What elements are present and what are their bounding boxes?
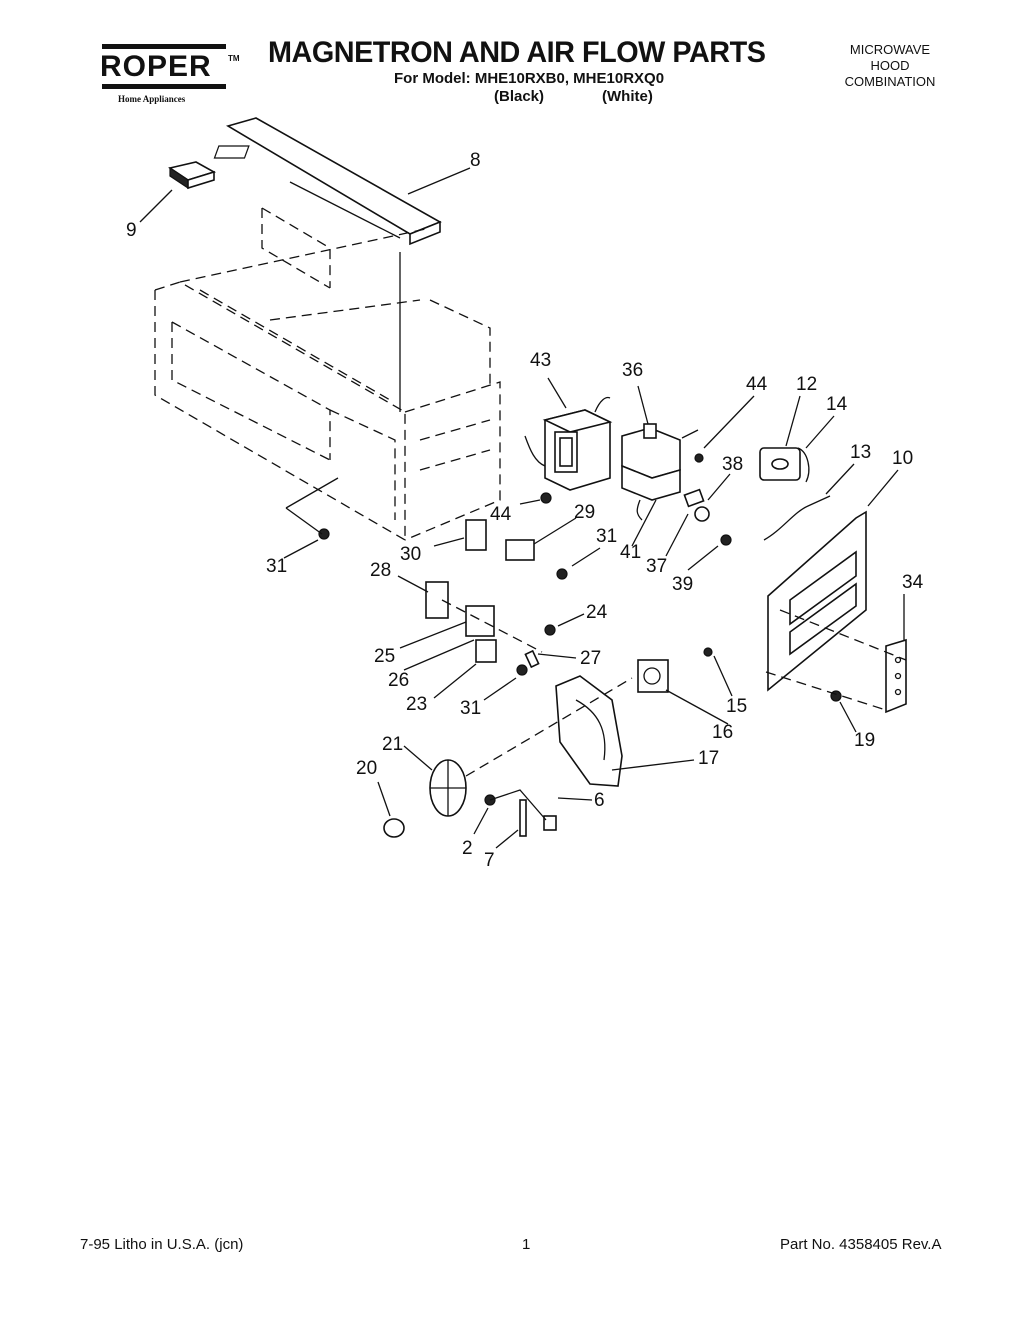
product-type-line-2: HOOD: [870, 58, 910, 73]
callout-26: 26: [388, 670, 409, 691]
logo-trademark: TM: [228, 54, 240, 63]
callout-10: 10: [892, 448, 913, 469]
callout-15: 15: [726, 696, 747, 717]
callout-24: 24: [586, 602, 608, 623]
logo-bottom-bar: [102, 84, 226, 89]
callout-13: 13: [850, 442, 871, 463]
callout-38: 38: [722, 454, 743, 475]
callout-16: 16: [712, 722, 733, 743]
callout-2: 2: [462, 838, 473, 859]
logo-subtitle: Home Appliances: [118, 94, 186, 104]
callout-23: 23: [406, 694, 427, 715]
magnetron-part: [621, 423, 699, 521]
callout-31-lower: 31: [460, 698, 481, 719]
callout-43: 43: [530, 350, 551, 371]
plate-part: [885, 638, 907, 714]
model-line: For Model: MHE10RXB0, MHE10RXQ0: [394, 70, 665, 87]
page-title: MAGNETRON AND AIR FLOW PARTS: [268, 36, 766, 69]
callout-28: 28: [370, 560, 391, 581]
small-parts: [425, 488, 710, 837]
callout-31-left: 31: [266, 556, 287, 577]
top-cover-part: [213, 117, 442, 246]
callout-9: 9: [126, 220, 137, 241]
callout-7: 7: [484, 850, 495, 871]
callout-44-top: 44: [746, 374, 768, 395]
callout-29: 29: [574, 502, 595, 523]
chassis-dashed-outline: [154, 207, 501, 541]
callout-25: 25: [374, 646, 395, 667]
transformer-part: [524, 396, 613, 491]
callout-arrows: [139, 167, 905, 849]
callout-34: 34: [902, 572, 924, 593]
footer-page-number: 1: [522, 1236, 531, 1253]
callout-17: 17: [698, 748, 719, 769]
callout-6: 6: [594, 790, 605, 811]
diode-part: [763, 495, 831, 541]
bracket-part: [797, 447, 810, 483]
fan-motor-part: [637, 659, 669, 693]
callout-27: 27: [580, 648, 601, 669]
callout-14: 14: [826, 394, 848, 415]
footer-print-info: 7-95 Litho in U.S.A. (jcn): [80, 1236, 244, 1253]
assembly-lines: [285, 477, 907, 821]
callout-12: 12: [796, 374, 817, 395]
roper-logo: ROPER TM Home Appliances: [98, 44, 240, 106]
callout-39: 39: [672, 574, 693, 595]
callout-44-mid: 44: [490, 504, 512, 525]
fan-blade-part: [429, 759, 467, 817]
nut-part: [383, 818, 405, 838]
panel-part: [767, 510, 867, 692]
callout-20: 20: [356, 758, 377, 779]
color-white-label: (White): [602, 88, 653, 105]
callout-19: 19: [854, 730, 875, 751]
callout-30: 30: [400, 544, 421, 565]
callout-36: 36: [622, 360, 643, 381]
callout-41: 41: [620, 542, 641, 563]
color-black-label: (Black): [494, 88, 545, 105]
callout-labels: 8 9 43 36 44 12 14 13 10 38 44 29 31 30 …: [126, 150, 924, 871]
product-type-line-1: MICROWAVE: [849, 42, 931, 57]
product-type-line-3: COMBINATION: [844, 74, 936, 89]
callout-31-mid: 31: [596, 526, 617, 547]
pad-part: [168, 161, 217, 190]
callout-37: 37: [646, 556, 667, 577]
callout-8: 8: [470, 150, 481, 171]
logo-top-bar: [102, 44, 226, 49]
callout-21: 21: [382, 734, 403, 755]
fan-housing-part: [555, 675, 623, 787]
footer-part-number: Part No. 4358405 Rev.A: [780, 1236, 942, 1253]
logo-wordmark: ROPER: [100, 50, 212, 83]
capacitor-part: [759, 447, 801, 481]
